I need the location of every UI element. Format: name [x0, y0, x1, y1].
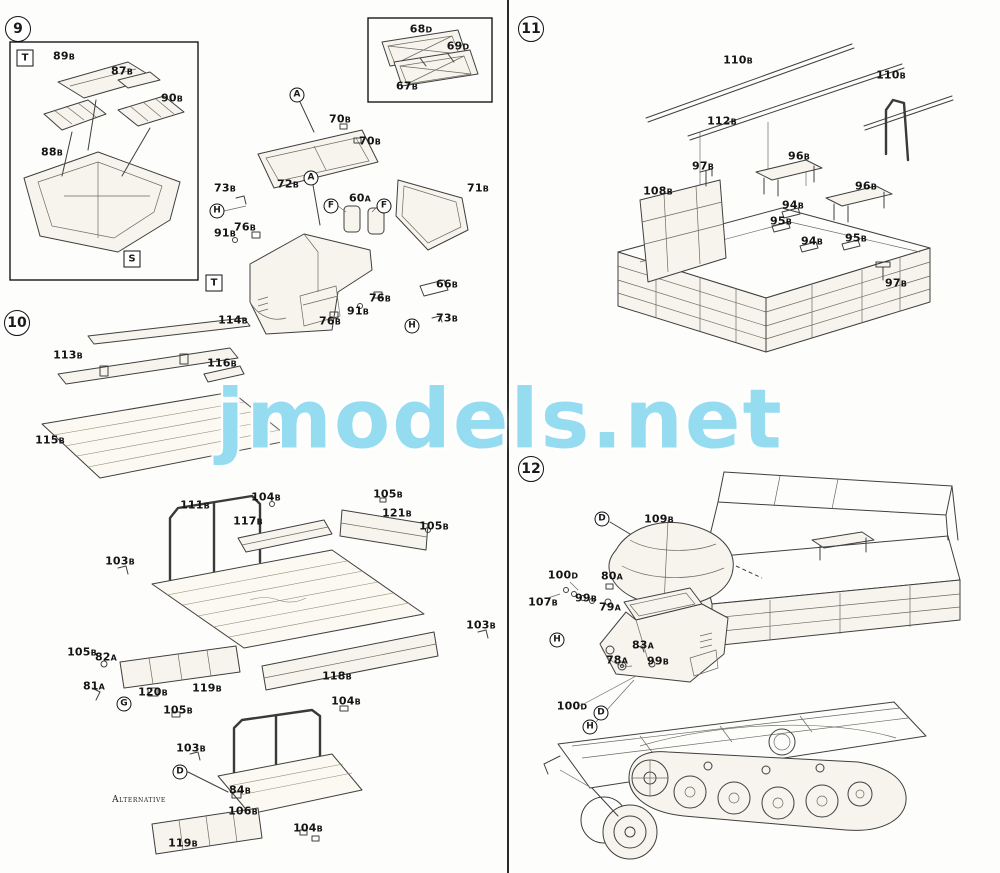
step-9-radiator-inset: [367, 17, 493, 103]
step-10-diagram: [41, 317, 489, 855]
step-12-diagram: [543, 471, 961, 860]
column-divider: [507, 0, 509, 873]
step-11-diagram: [617, 43, 954, 353]
step-9-inset: [9, 41, 199, 281]
step-9-main-assembly: [223, 101, 469, 335]
